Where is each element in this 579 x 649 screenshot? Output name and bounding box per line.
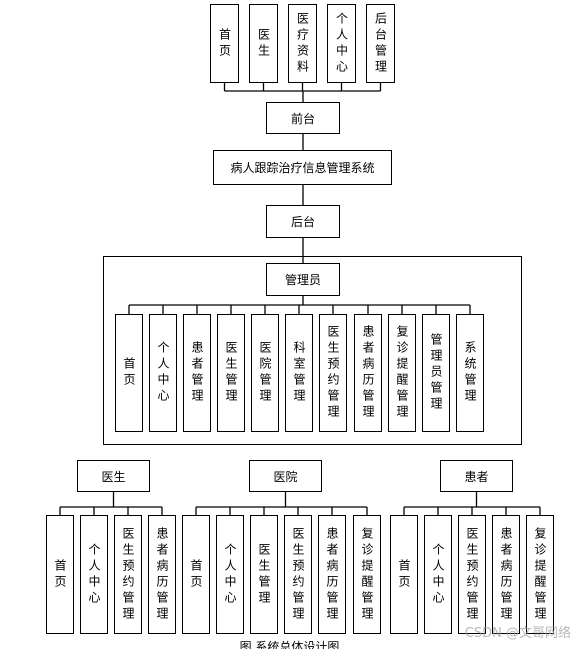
hospital-module-node: 医生预约管理 [284, 515, 312, 634]
doctor-module-node-label: 患者病历管理 [155, 526, 169, 623]
system-node-label: 病人跟踪治疗信息管理系统 [230, 161, 375, 175]
patient-module-node-label: 个人中心 [431, 542, 445, 607]
patient-module-node: 医生预约管理 [458, 515, 486, 634]
doctor-module-node-label: 医生预约管理 [121, 526, 135, 623]
frontend-page-node-label: 医生 [256, 27, 271, 60]
admin-module-node: 医院管理 [251, 314, 279, 432]
admin-module-node-label: 科室管理 [292, 341, 306, 405]
frontend-page-node-label: 个人中心 [334, 11, 349, 76]
patient-module-node-label: 患者病历管理 [499, 526, 513, 623]
system-node: 病人跟踪治疗信息管理系统 [213, 150, 392, 185]
watermark-text: CSDN @文哥网络 [464, 626, 571, 641]
admin-module-node-label: 医院管理 [258, 341, 272, 405]
admin-module-node-label: 医生管理 [224, 341, 238, 405]
frontend-node: 前台 [266, 102, 340, 134]
admin-module-node-label: 管理员管理 [429, 333, 443, 413]
hospital-module-node-label: 医生预约管理 [291, 526, 305, 623]
admin-module-node-label: 患者管理 [190, 341, 204, 405]
admin-module-node: 科室管理 [285, 314, 313, 432]
patient-module-node-label: 首页 [397, 558, 411, 591]
admin-module-node: 系统管理 [456, 314, 484, 432]
doctor-module-node: 个人中心 [80, 515, 108, 634]
doctor-module-node: 患者病历管理 [148, 515, 176, 634]
admin-node-label: 管理员 [284, 273, 321, 287]
frontend-page-node: 医疗资料 [288, 4, 317, 83]
admin-module-node: 复诊提醒管理 [388, 314, 416, 432]
doctor-node: 医生 [77, 460, 150, 492]
patient-module-node: 个人中心 [424, 515, 452, 634]
admin-node: 管理员 [266, 263, 340, 296]
backend-node: 后台 [266, 205, 340, 238]
admin-module-node-label: 患者病历管理 [361, 325, 375, 421]
frontend-page-node-label: 医疗资料 [295, 11, 310, 76]
doctor-module-node-label: 个人中心 [87, 542, 101, 607]
frontend-page-node: 医生 [249, 4, 278, 83]
admin-module-node-label: 医生预约管理 [326, 325, 340, 421]
frontend-page-node: 后台管理 [366, 4, 395, 83]
frontend-node-label: 前台 [290, 111, 315, 126]
hospital-module-node: 复诊提醒管理 [353, 515, 381, 634]
admin-module-node: 患者病历管理 [354, 314, 382, 432]
frontend-page-node: 个人中心 [327, 4, 356, 83]
patient-module-node: 患者病历管理 [492, 515, 520, 634]
patient-module-node: 复诊提醒管理 [526, 515, 554, 634]
hospital-module-node: 首页 [182, 515, 210, 634]
admin-module-node: 管理员管理 [422, 314, 450, 432]
patient-node-label: 患者 [464, 469, 489, 484]
admin-module-node-label: 个人中心 [156, 341, 170, 405]
admin-module-node: 医生预约管理 [319, 314, 347, 432]
patient-module-node-label: 医生预约管理 [465, 526, 479, 623]
doctor-node-label: 医生 [101, 469, 126, 484]
patient-node: 患者 [440, 460, 513, 492]
figure-caption: 图 系统总体设计图 [239, 640, 340, 649]
hospital-node: 医院 [249, 460, 322, 492]
hospital-module-node: 个人中心 [216, 515, 244, 634]
frontend-page-node-label: 首页 [217, 27, 232, 60]
admin-module-node: 个人中心 [149, 314, 177, 432]
hospital-module-node: 医生管理 [250, 515, 278, 634]
doctor-module-node: 医生预约管理 [114, 515, 142, 634]
hospital-module-node-label: 个人中心 [223, 542, 237, 607]
hospital-node-label: 医院 [273, 469, 298, 484]
hospital-module-node-label: 复诊提醒管理 [360, 526, 374, 623]
hospital-module-node: 患者病历管理 [318, 515, 346, 634]
admin-module-node-label: 系统管理 [463, 341, 477, 405]
patient-module-node-label: 复诊提醒管理 [533, 526, 547, 623]
backend-node-label: 后台 [290, 215, 315, 229]
admin-group-frame [103, 256, 522, 445]
admin-module-node-label: 首页 [122, 357, 136, 389]
hospital-module-node-label: 患者病历管理 [325, 526, 339, 623]
frontend-page-node-label: 后台管理 [373, 11, 388, 76]
patient-module-node: 首页 [390, 515, 418, 634]
hospital-module-node-label: 医生管理 [257, 542, 271, 607]
hospital-module-node-label: 首页 [189, 558, 203, 591]
frontend-page-node: 首页 [210, 4, 239, 83]
doctor-module-node: 首页 [46, 515, 74, 634]
admin-module-node-label: 复诊提醒管理 [395, 325, 409, 421]
admin-module-node: 医生管理 [217, 314, 245, 432]
doctor-module-node-label: 首页 [53, 558, 67, 591]
admin-module-node: 首页 [115, 314, 143, 432]
admin-module-node: 患者管理 [183, 314, 211, 432]
